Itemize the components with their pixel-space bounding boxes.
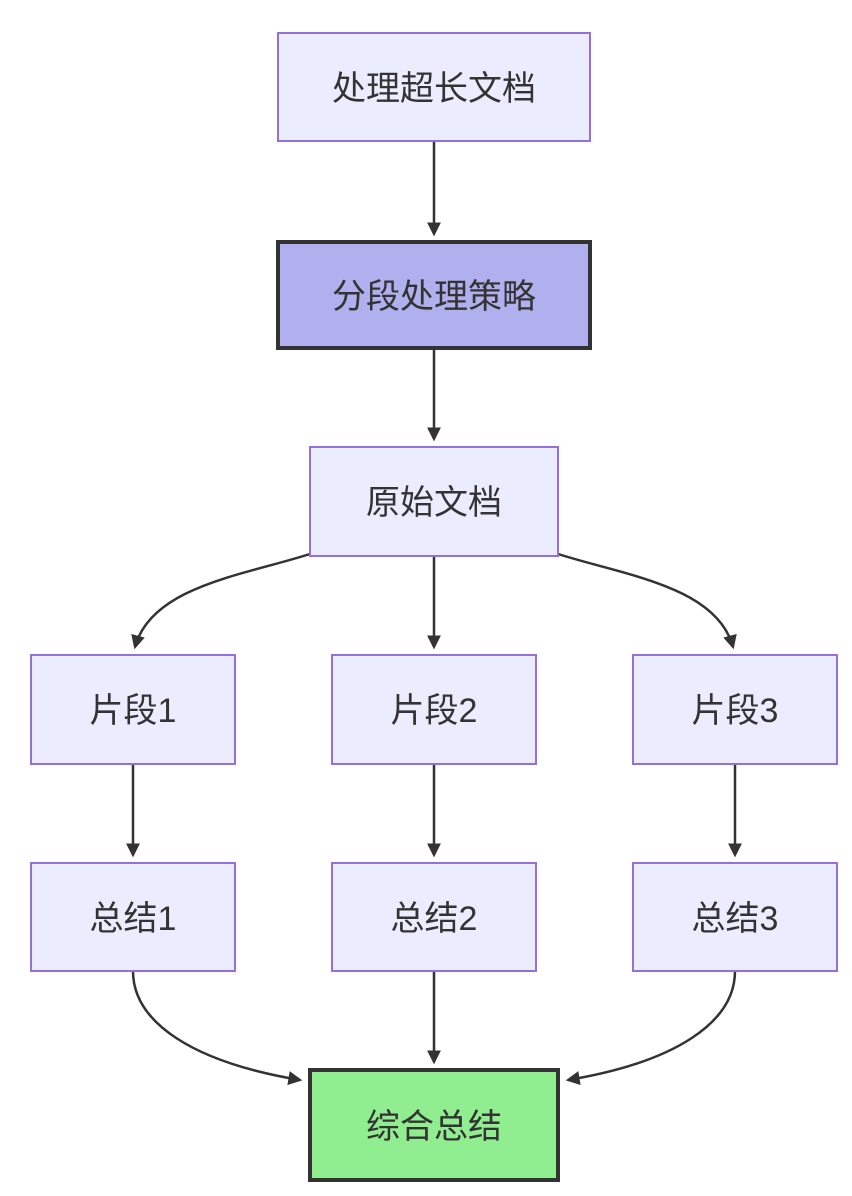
node-sum2-label: 总结2 [391,900,478,938]
node-final-label: 综合总结 [366,1108,502,1146]
node-strategy-label: 分段处理策略 [332,278,536,316]
edge-layer [126,141,742,1085]
node-source-box [309,446,559,557]
node-seg3-box [632,654,838,765]
node-seg1-label: 片段1 [90,692,177,730]
node-sum3-box [632,862,838,972]
node-seg1: 片段1 [30,654,236,765]
node-seg2-box [331,654,537,765]
node-strategy-box [276,240,592,350]
node-sum1-box [30,862,236,972]
edge-source-to-seg3 [551,550,737,650]
node-start: 处理超长文档 [277,32,591,142]
node-final: 综合总结 [308,1068,560,1182]
node-sum1-label: 总结1 [90,900,177,938]
node-start-label: 处理超长文档 [332,70,536,108]
node-sum2-box [331,862,537,972]
node-seg1-box [30,654,236,765]
node-seg2-label: 片段2 [391,692,478,730]
node-seg2: 片段2 [331,654,537,765]
node-sum3: 总结3 [632,862,838,972]
edge-sum3-to-final [565,970,737,1085]
node-sum3-label: 总结3 [692,900,779,938]
node-final-box [308,1068,560,1182]
edge-sum1-to-final [131,970,303,1085]
node-sum1: 总结1 [30,862,236,972]
node-sum2: 总结2 [331,862,537,972]
node-source: 原始文档 [309,446,559,557]
node-source-label: 原始文档 [366,484,502,522]
node-seg3-label: 片段3 [692,692,779,730]
edge-source-to-seg1 [131,550,317,650]
node-seg3: 片段3 [632,654,838,765]
node-strategy: 分段处理策略 [276,240,592,350]
node-start-box [277,32,591,142]
